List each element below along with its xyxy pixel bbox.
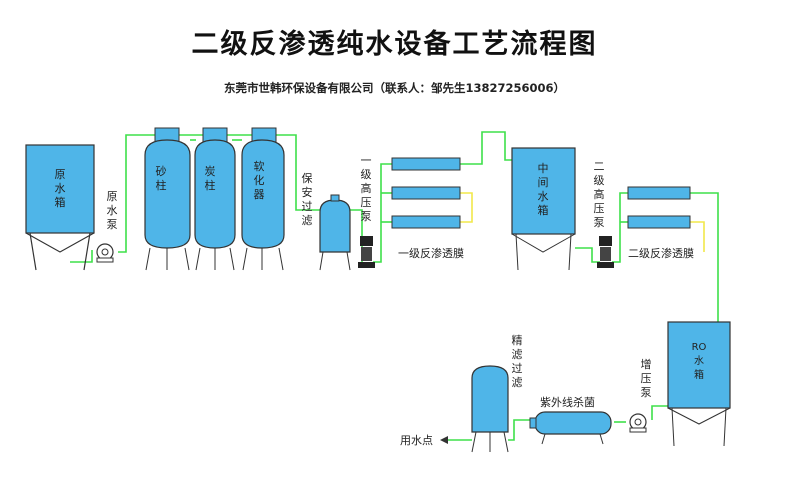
softener-column bbox=[241, 127, 285, 271]
sand-column bbox=[144, 127, 191, 271]
raw-water-pump-label: 原水泵 bbox=[107, 190, 118, 231]
water-point-arrow bbox=[440, 436, 448, 444]
pipe-ro2-to-ro-tank bbox=[690, 192, 719, 322]
sand-column-label: 砂柱 bbox=[156, 165, 167, 192]
company-contact: 东莞市世韩环保设备有限公司（联系人：邹先生13827256006） bbox=[223, 81, 566, 95]
intermediate-tank-label: 中间水箱 bbox=[538, 162, 549, 217]
ro-water-tank bbox=[667, 321, 731, 447]
pipe-intermediate-to-hp2 bbox=[575, 247, 600, 263]
uv-sterilizer bbox=[529, 411, 612, 445]
second-ro-membranes bbox=[627, 186, 691, 229]
pipe-hp2-to-ro2 bbox=[612, 192, 628, 263]
raw-water-tank bbox=[25, 144, 95, 271]
water-point-label: 用水点 bbox=[400, 434, 433, 447]
carbon-column-label: 炭柱 bbox=[205, 165, 216, 192]
first-ro-membrane-label: 一级反渗透膜 bbox=[398, 246, 464, 260]
security-filter bbox=[319, 194, 351, 271]
page-title: 二级反渗透纯水设备工艺流程图 bbox=[191, 29, 598, 60]
first-hp-pump-icon bbox=[358, 236, 375, 268]
carbon-column bbox=[194, 127, 236, 271]
pipe-raw-tank-to-pump bbox=[70, 250, 93, 263]
second-ro-membrane-label: 二级反渗透膜 bbox=[628, 246, 694, 260]
booster-pump-icon bbox=[629, 413, 647, 433]
uv-sterilizer-label: 紫外线杀菌 bbox=[540, 395, 595, 409]
second-hp-pump-icon bbox=[597, 236, 614, 268]
security-filter-label: 保安过滤 bbox=[302, 171, 313, 227]
pipe-ro1-to-intermediate bbox=[460, 131, 512, 165]
softener-label: 软化器 bbox=[254, 159, 265, 201]
precision-filter bbox=[471, 365, 509, 453]
pipe-ro-tank-to-booster bbox=[651, 405, 668, 420]
pipe-hp1-to-ro1 bbox=[373, 163, 392, 263]
intermediate-water-tank bbox=[511, 147, 576, 271]
raw-water-tank-label: 原水箱 bbox=[55, 168, 66, 209]
concentrate-lines bbox=[460, 192, 705, 252]
pipe-uv-to-filter bbox=[508, 419, 530, 441]
second-hp-pump-label: 二级高压泵 bbox=[594, 160, 605, 229]
booster-pump-label: 增压泵 bbox=[641, 357, 652, 399]
precision-filter-label: 精滤过滤 bbox=[512, 334, 523, 389]
first-hp-pump-label: 一级高压泵 bbox=[361, 154, 372, 223]
raw-water-pump-icon bbox=[96, 243, 114, 263]
first-ro-membranes bbox=[391, 157, 461, 229]
